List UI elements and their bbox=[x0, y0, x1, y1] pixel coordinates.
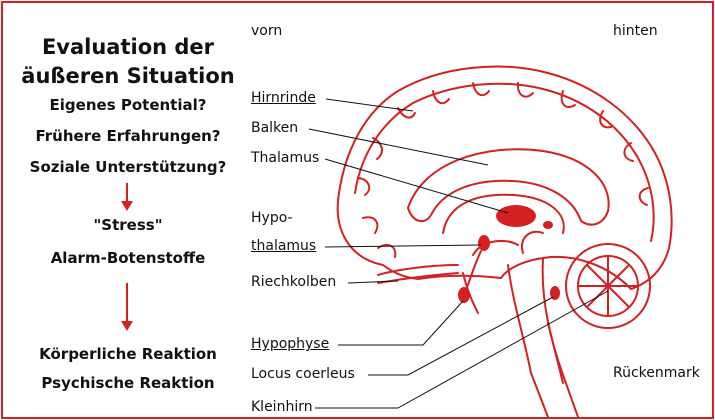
brainstem bbox=[508, 259, 578, 417]
leader-hypophyse bbox=[338, 301, 463, 345]
pituitary-shape bbox=[458, 287, 470, 303]
leader-thalamus bbox=[325, 159, 508, 213]
orientation-back: hinten bbox=[613, 23, 658, 39]
olfactory-bulb bbox=[378, 265, 458, 283]
leader-locus bbox=[368, 297, 553, 375]
leader-balken bbox=[309, 129, 488, 165]
label-hypophyse: Hypophyse bbox=[251, 336, 329, 352]
label-rueckenmark: Rückenmark bbox=[613, 365, 700, 381]
label-hypothalamus-line2: thalamus bbox=[251, 238, 316, 254]
leader-kleinhirn bbox=[315, 291, 608, 408]
label-kleinhirn: Kleinhirn bbox=[251, 399, 313, 415]
label-thalamus: Thalamus bbox=[251, 150, 319, 166]
hypothalamus-shape bbox=[478, 235, 490, 251]
leader-hirnrinde bbox=[326, 99, 413, 111]
label-hypothalamus-line1: Hypo- bbox=[251, 210, 293, 226]
thalamus-shape bbox=[496, 205, 536, 227]
orientation-front: vorn bbox=[251, 23, 282, 39]
label-riechkolben: Riechkolben bbox=[251, 274, 336, 290]
leader-riechkolben bbox=[348, 281, 398, 283]
label-hirnrinde: Hirnrinde bbox=[251, 90, 316, 106]
brain-sagittal-drawing bbox=[3, 3, 712, 417]
label-balken: Balken bbox=[251, 120, 298, 136]
label-locus-coerleus: Locus coerleus bbox=[251, 366, 355, 382]
